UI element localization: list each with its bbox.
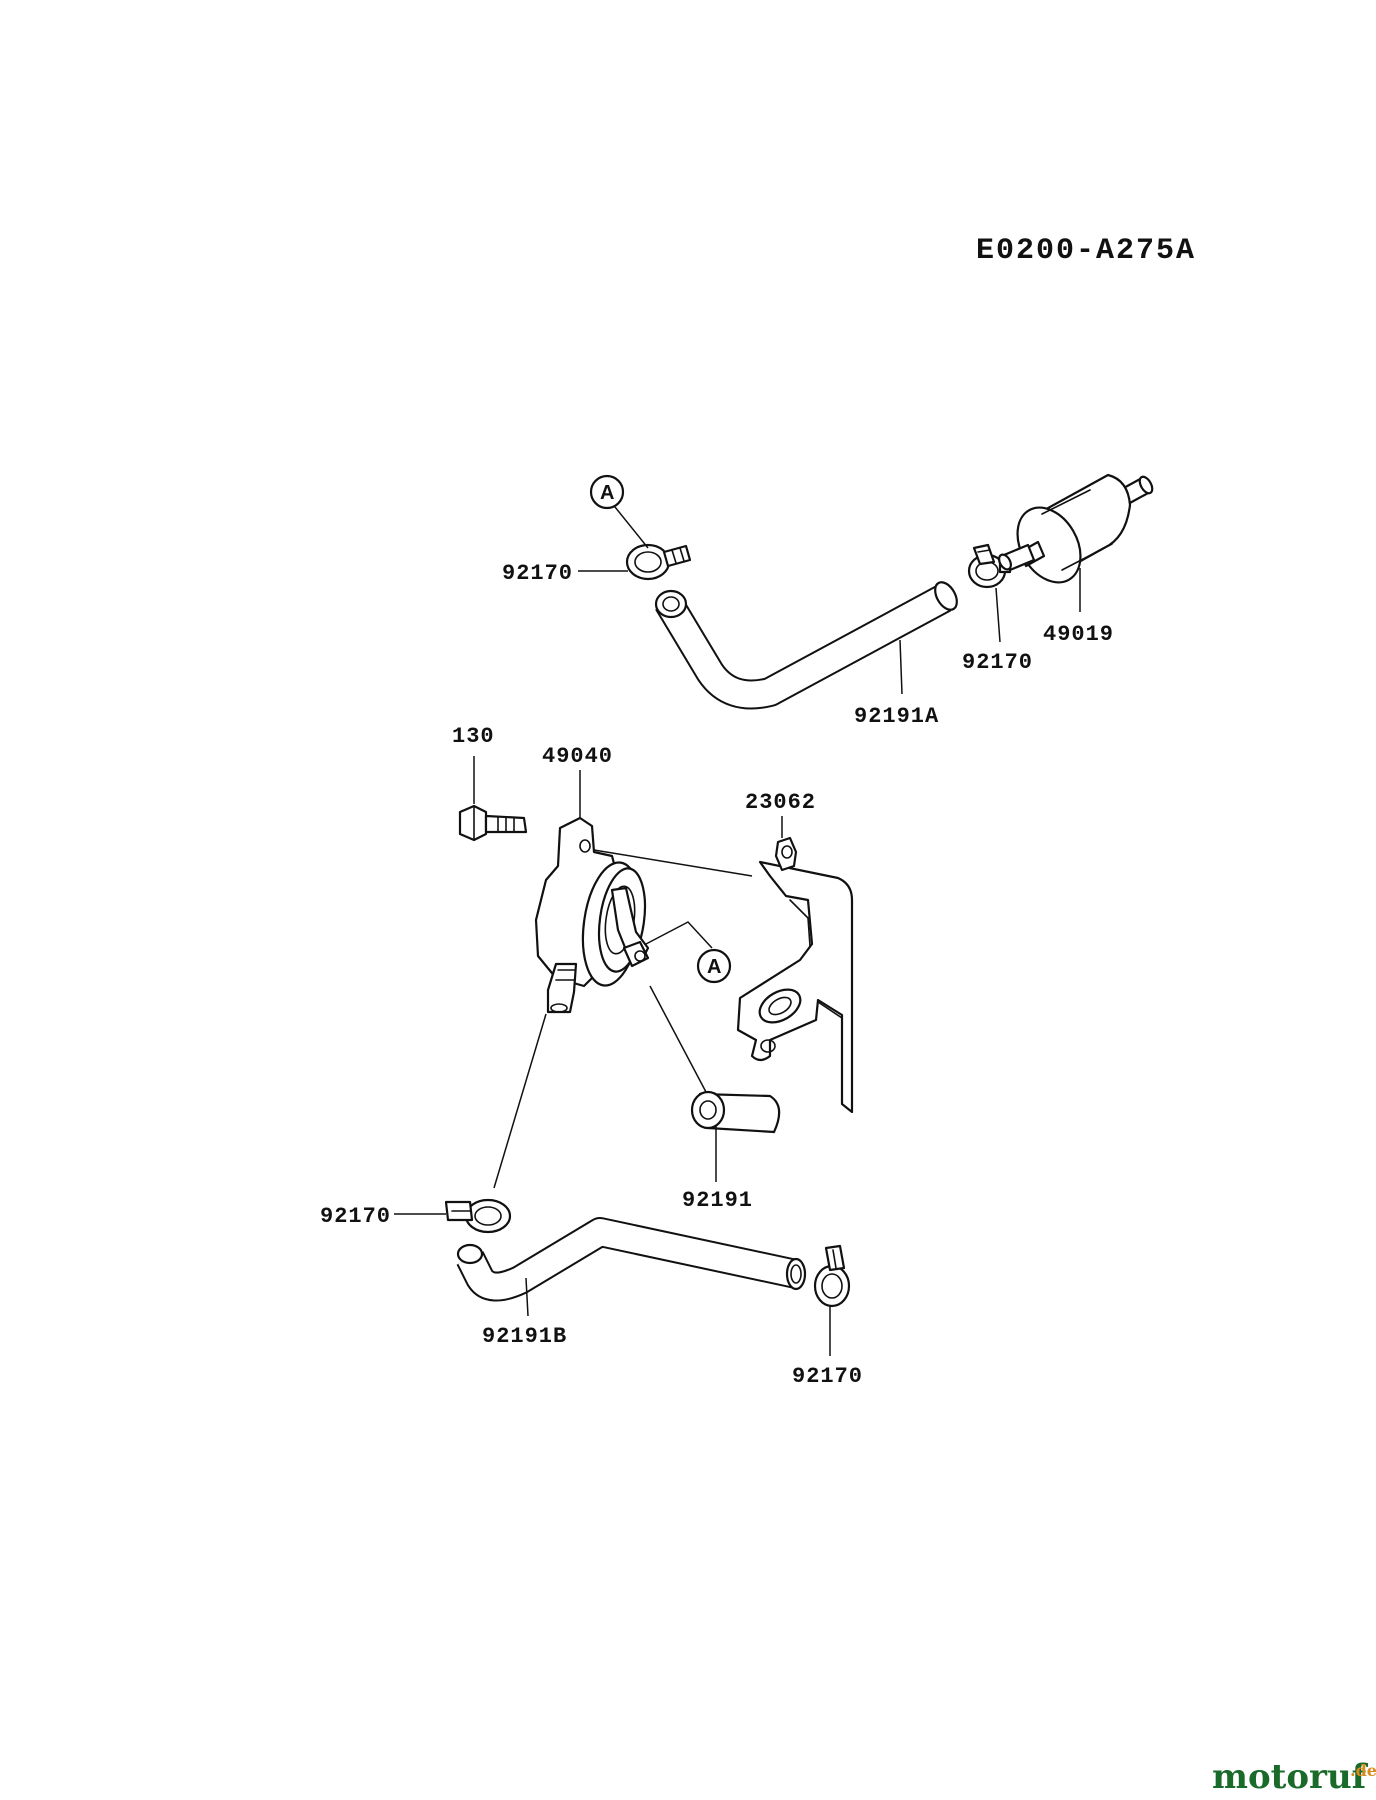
bolt xyxy=(458,804,528,842)
label-130: 130 xyxy=(452,724,495,749)
watermark-brand: motoruf xyxy=(1212,1757,1369,1797)
hose-upper xyxy=(654,581,958,710)
svg-text:A: A xyxy=(707,956,721,978)
clamp-lower-left xyxy=(444,1198,512,1234)
label-92170-upper-left: 92170 xyxy=(502,561,573,586)
label-49019: 49019 xyxy=(1043,622,1114,647)
label-92191a: 92191A xyxy=(854,704,939,729)
fuel-filter xyxy=(998,473,1154,584)
clamp-lower-right xyxy=(813,1244,851,1308)
label-92170-upper-right: 92170 xyxy=(962,650,1033,675)
fuel-pump xyxy=(534,816,650,1014)
watermark: motoruf .de xyxy=(1212,1757,1376,1797)
label-92170-lower-right: 92170 xyxy=(792,1364,863,1389)
svg-text:A: A xyxy=(600,482,614,504)
label-23062: 23062 xyxy=(745,790,816,815)
label-92191: 92191 xyxy=(682,1188,753,1213)
reference-marker-a-upper: A xyxy=(589,474,649,549)
clamp-upper-left xyxy=(625,543,692,581)
bracket xyxy=(736,836,854,1114)
diagram-code: E0200-A275A xyxy=(976,234,1196,268)
hose-lower xyxy=(456,1217,807,1302)
label-49040: 49040 xyxy=(542,744,613,769)
reference-marker-a-middle: A xyxy=(645,921,732,984)
label-92170-lower-left: 92170 xyxy=(320,1204,391,1229)
hose-short xyxy=(690,1090,781,1134)
watermark-tld: .de xyxy=(1350,1761,1376,1780)
label-92191b: 92191B xyxy=(482,1324,567,1349)
